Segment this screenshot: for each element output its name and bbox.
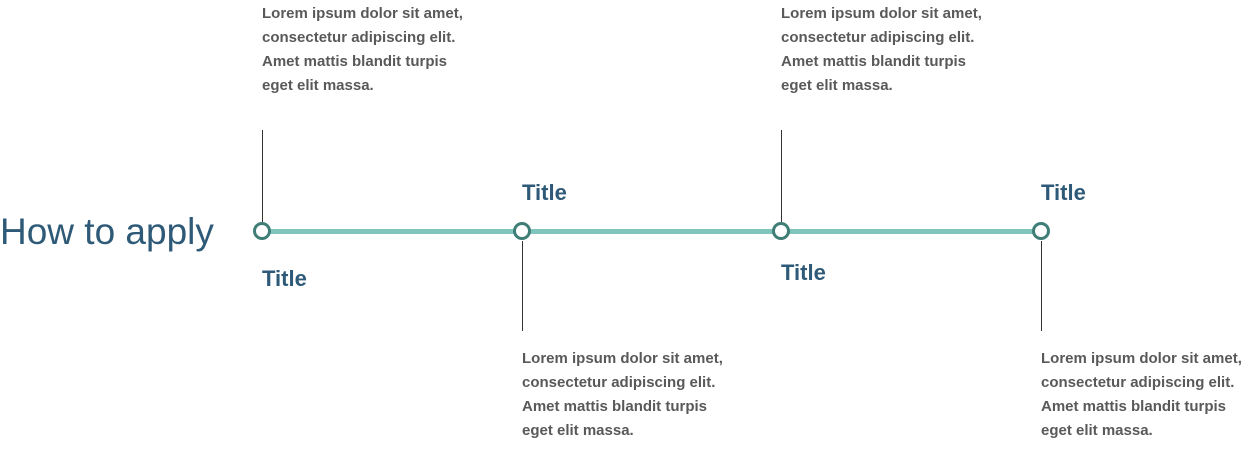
step-3-connector [781, 130, 782, 222]
step-1-description: Lorem ipsum dolor sit amet, consectetur … [262, 5, 463, 94]
timeline-line [262, 229, 1042, 234]
step-2-marker [513, 222, 531, 240]
step-4-connector [1041, 241, 1042, 331]
step-1-connector [262, 130, 263, 222]
step-2-description: Lorem ipsum dolor sit amet, consectetur … [522, 350, 723, 439]
step-1-title: Title [262, 266, 307, 291]
step-2-connector [522, 241, 523, 331]
step-2-title: Title [522, 180, 567, 205]
step-4-title: Title [1041, 180, 1086, 205]
page-heading: How to apply [0, 211, 214, 252]
step-4-marker [1032, 222, 1050, 240]
step-3-marker [772, 222, 790, 240]
step-3-description: Lorem ipsum dolor sit amet, consectetur … [781, 5, 982, 94]
step-3-title: Title [781, 260, 826, 285]
step-1-marker [253, 222, 271, 240]
step-4-description: Lorem ipsum dolor sit amet, consectetur … [1041, 350, 1242, 439]
